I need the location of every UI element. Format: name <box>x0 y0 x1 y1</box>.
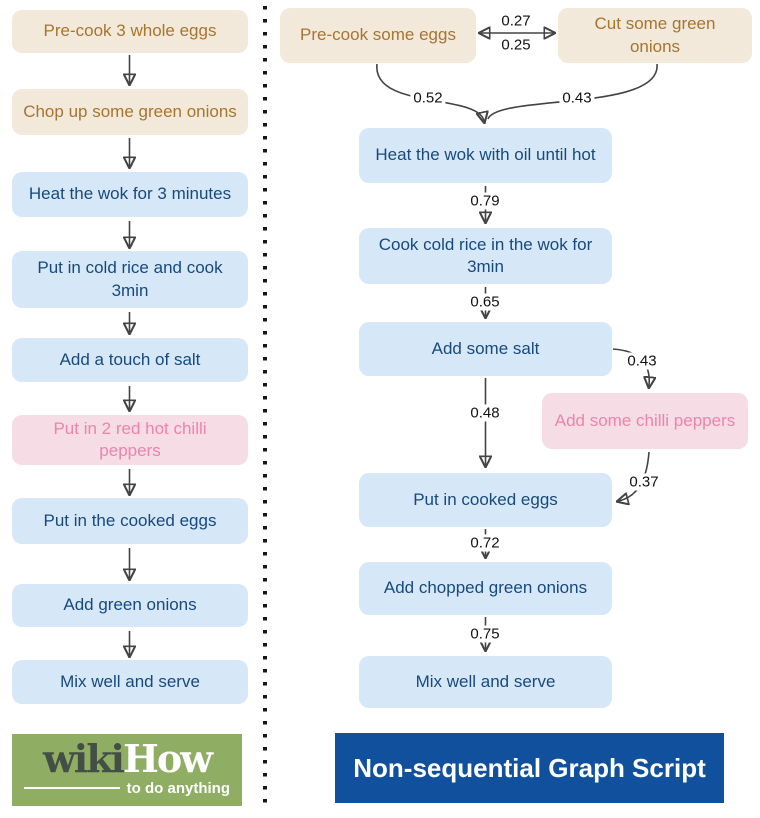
graph-node-put-in-cooked-eggs: Put in cooked eggs <box>359 473 612 527</box>
edge-label-salt-to-eggs: 0.48 <box>467 404 503 422</box>
edge-label-eggs-to-onions: 0.27 <box>498 12 534 30</box>
wikihow-logo: wikiHow to do anything <box>12 734 242 806</box>
edge-label-green-to-mix: 0.75 <box>467 625 503 643</box>
edge-label-eggs-to-green: 0.72 <box>467 534 503 552</box>
node-mix-well-serve: Mix well and serve <box>12 660 248 704</box>
edge-label-onions-to-heat: 0.43 <box>559 89 595 107</box>
node-precook-3-whole-eggs: Pre-cook 3 whole eggs <box>12 10 248 53</box>
graph-node-precook-some-eggs: Pre-cook some eggs <box>280 8 476 63</box>
graph-node-cook-cold-rice: Cook cold rice in the wok for 3min <box>359 228 612 284</box>
node-add-touch-of-salt: Add a touch of salt <box>12 338 248 382</box>
wikihow-tagline-rule <box>24 787 120 789</box>
wikihow-wiki-text: wiki <box>43 735 125 781</box>
wikihow-tagline: to do anything <box>126 779 230 797</box>
edge-label-eggs-to-heat: 0.52 <box>410 89 446 107</box>
edge-label-salt-to-chilli: 0.43 <box>624 352 660 370</box>
graph-node-mix-well-serve: Mix well and serve <box>359 656 612 708</box>
graph-node-add-some-salt: Add some salt <box>359 322 612 376</box>
wikihow-how-text: How <box>122 735 213 781</box>
graph-node-add-chopped-onions: Add chopped green onions <box>359 562 612 615</box>
node-chilli-peppers: Put in 2 red hot chilli peppers <box>12 415 248 465</box>
node-chop-green-onions: Chop up some green onions <box>12 89 248 135</box>
banner-non-sequential-graph-script: Non-sequential Graph Script <box>335 733 724 803</box>
node-cold-rice-cook-3min: Put in cold rice and cook 3min <box>12 251 248 308</box>
wikihow-tagline-row: to do anything <box>24 780 230 797</box>
node-put-in-cooked-eggs: Put in the cooked eggs <box>12 498 248 544</box>
edge-label-rice-to-salt: 0.65 <box>467 293 503 311</box>
node-add-green-onions: Add green onions <box>12 584 248 627</box>
edge-label-heat-to-rice: 0.79 <box>467 192 503 210</box>
edge-label-chilli-to-eggs: 0.37 <box>626 473 662 491</box>
node-heat-wok-3-minutes: Heat the wok for 3 minutes <box>12 172 248 217</box>
wikihow-wordmark: wikiHow <box>24 739 230 778</box>
graph-node-heat-wok-oil: Heat the wok with oil until hot <box>359 128 612 183</box>
graph-node-cut-green-onions: Cut some green onions <box>558 8 752 63</box>
edge-label-onions-to-eggs: 0.25 <box>498 36 534 54</box>
graph-node-add-chilli-peppers: Add some chilli peppers <box>542 393 748 449</box>
dotted-divider-line <box>263 6 267 812</box>
